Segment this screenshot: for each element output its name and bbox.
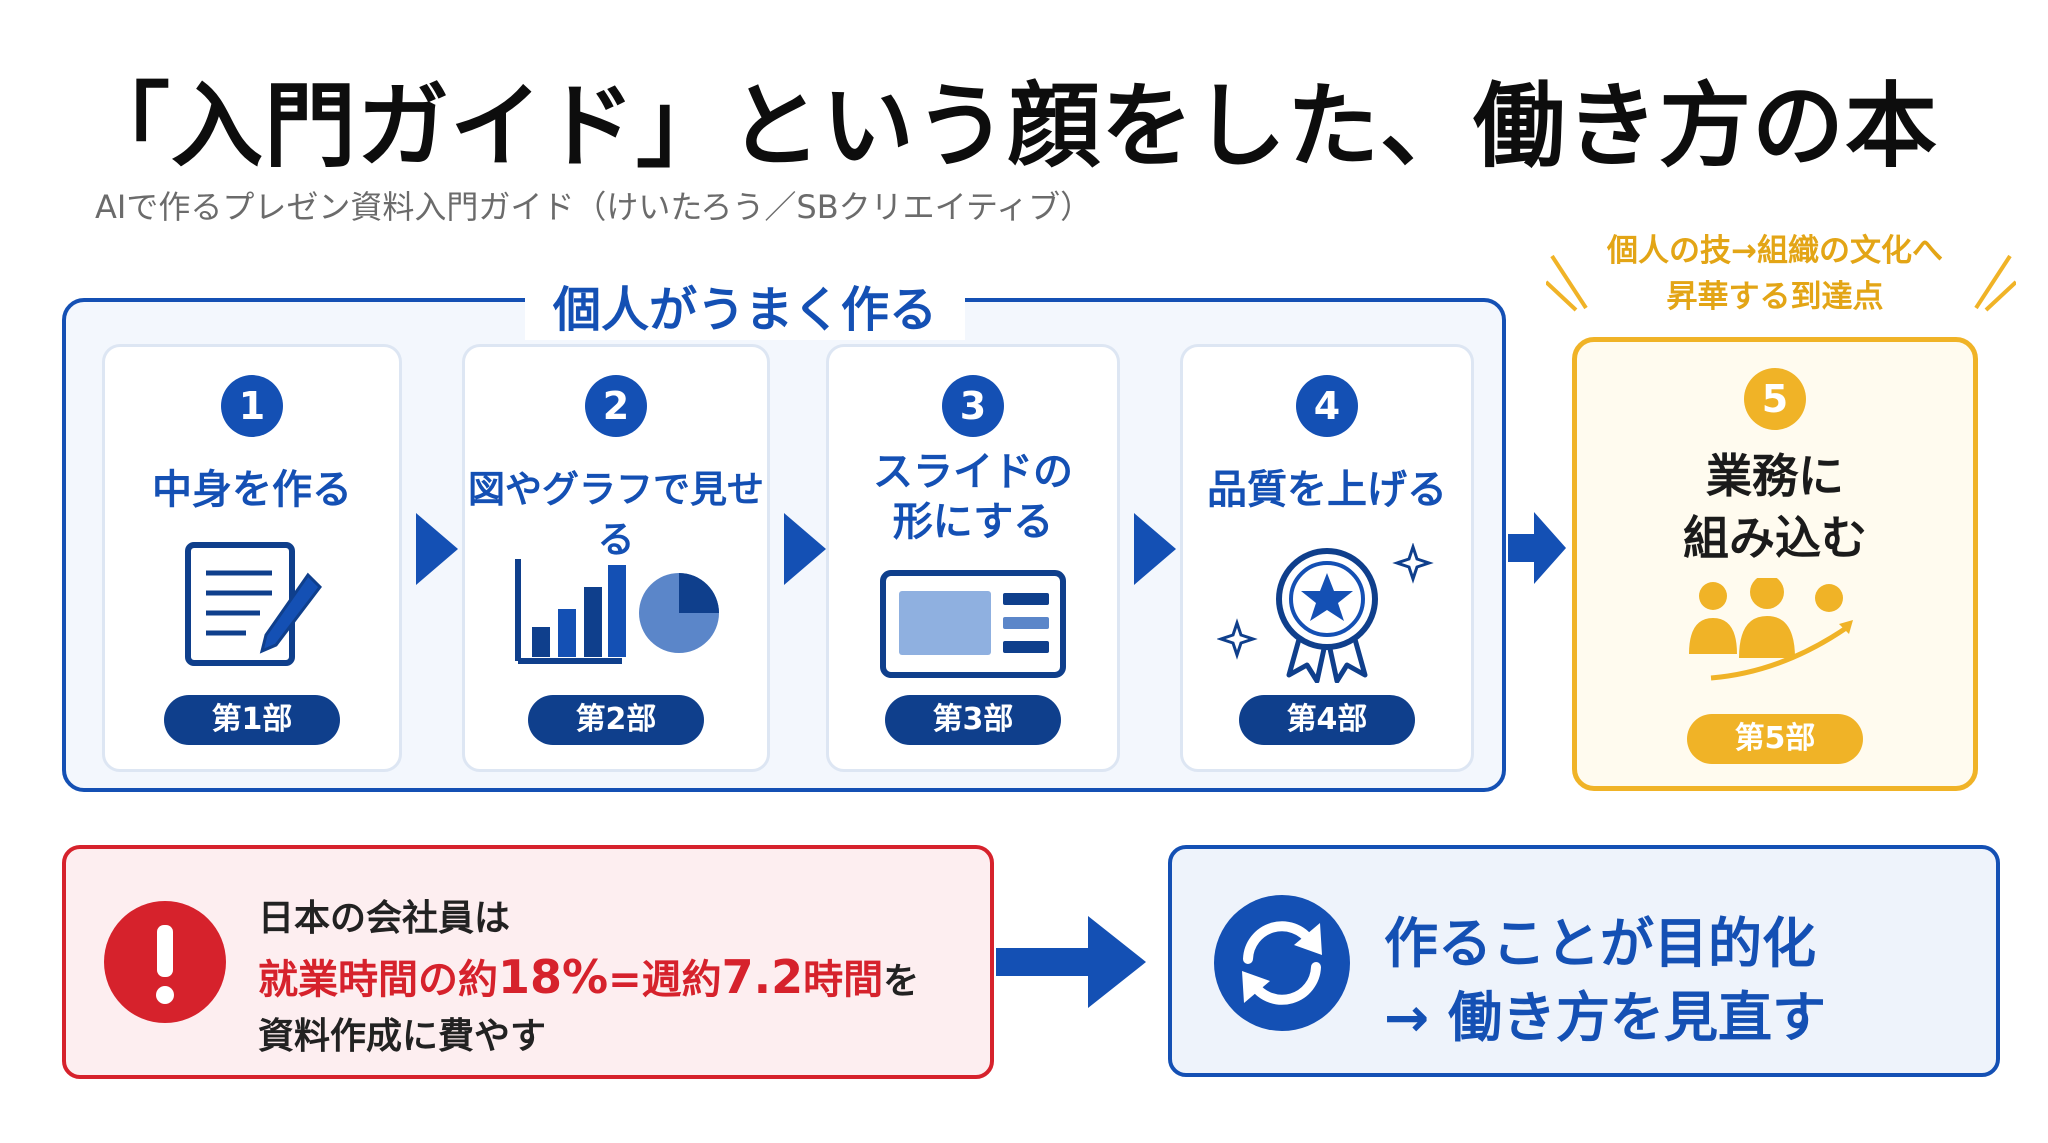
- step-number-2: 2: [585, 375, 647, 437]
- page-title: 「入門ガイド」という顔をした、働き方の本: [78, 73, 1939, 180]
- bar-pie-chart-icon: [514, 557, 724, 671]
- step-title-3-line1: スライドの: [873, 449, 1073, 495]
- result-line2: → 働き方を見直す: [1384, 986, 1827, 1049]
- goal-card-5: 5 業務に 組み込む 第5部: [1572, 337, 1978, 791]
- refresh-cycle-icon: [1212, 893, 1352, 1037]
- goal-caption: 個人の技→組織の文化へ 昇華する到達点: [1560, 228, 1990, 320]
- award-ribbon-icon: [1216, 542, 1437, 687]
- chevron-right-icon: [1134, 513, 1176, 589]
- arrow-right-icon: [1508, 512, 1566, 588]
- step-card-4: 4 品質を上げる 第4部: [1180, 344, 1474, 772]
- document-pen-icon: [180, 539, 324, 673]
- warning-text-f: を: [883, 961, 920, 1002]
- step-number-1: 1: [221, 375, 283, 437]
- goal-title-line1: 業務に: [1706, 449, 1844, 503]
- group-label: 個人がうまく作る: [525, 270, 966, 340]
- team-growth-icon: [1683, 575, 1867, 692]
- step-title-2: 図やグラフで見せる: [468, 468, 764, 561]
- warning-percent: 18%: [498, 950, 609, 1004]
- step-card-2: 2 図やグラフで見せる 第2部: [462, 344, 770, 772]
- part-badge-1: 第1部: [164, 695, 340, 745]
- part-badge-4: 第4部: [1239, 695, 1415, 745]
- warning-text-c: =週約: [608, 957, 722, 1003]
- result-box: 作ることが目的化 → 働き方を見直す: [1168, 845, 2000, 1077]
- part-badge-2: 第2部: [528, 695, 704, 745]
- warning-text-a: 就業時間の約: [258, 957, 498, 1003]
- part-badge-3: 第3部: [885, 695, 1061, 745]
- step-title-3-line2: 形にする: [892, 499, 1054, 545]
- step-number-3: 3: [942, 375, 1004, 437]
- arrow-right-icon: [996, 912, 1146, 1016]
- warning-text-e: 時間: [803, 957, 884, 1003]
- step-title-4: 品質を上げる: [1207, 467, 1447, 513]
- goal-caption-line1: 個人の技→組織の文化へ: [1607, 233, 1943, 269]
- step-number-5: 5: [1744, 368, 1806, 430]
- warning-line1: 日本の会社員は: [258, 898, 511, 939]
- step-title-1: 中身を作る: [152, 467, 352, 513]
- result-line1: 作ることが目的化: [1384, 912, 1816, 975]
- page-subtitle: AIで作るプレゼン資料入門ガイド（けいたろう／SBクリエイティブ）: [95, 188, 1093, 226]
- exclamation-icon: [104, 901, 226, 1023]
- goal-title-line2: 組み込む: [1683, 511, 1867, 565]
- warning-line3: 資料作成に費やす: [258, 1016, 547, 1057]
- warning-box: 日本の会社員は 就業時間の約18%=週約7.2時間を 資料作成に費やす: [62, 845, 994, 1079]
- chevron-right-icon: [416, 513, 458, 589]
- step-card-3: 3 スライドの 形にする 第3部: [826, 344, 1120, 772]
- goal-caption-line2: 昇華する到達点: [1666, 279, 1884, 315]
- part-badge-5: 第5部: [1687, 714, 1863, 764]
- warning-line2: 就業時間の約18%=週約7.2時間を: [258, 947, 919, 1005]
- step-card-1: 1 中身を作る 第1部: [102, 344, 402, 772]
- chevron-right-icon: [784, 513, 826, 589]
- slide-layout-icon: [879, 569, 1067, 683]
- step-number-4: 4: [1296, 375, 1358, 437]
- warning-hours: 7.2: [721, 950, 804, 1004]
- emphasis-lines-left-icon: [1544, 252, 1594, 318]
- emphasis-lines-right-icon: [1968, 252, 2018, 318]
